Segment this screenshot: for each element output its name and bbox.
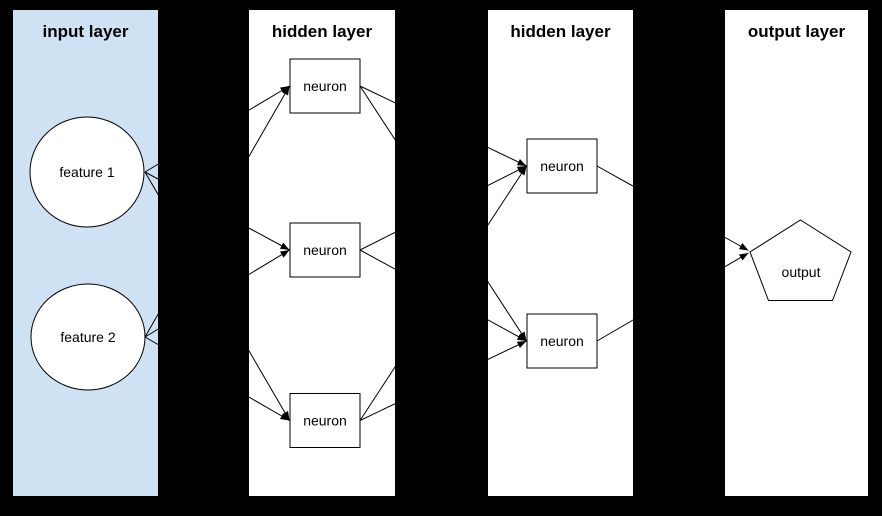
hidden1-neuron1-label: neuron [303,78,347,94]
output-layer-title: output layer [748,22,846,41]
feature1-node [29,116,145,228]
hidden-layer-1-title: hidden layer [272,22,373,41]
edge-feature1-h1n3 [144,171,290,421]
hidden2-neuron1-node [526,138,598,194]
edge-feature2-h1n2 [144,249,290,338]
edge-h1n2-h2n2 [359,249,527,342]
hidden1-neuron3-node [289,393,361,448]
hidden-layer-2-title: hidden layer [510,22,611,41]
edge-h1n1-h2n2 [359,85,527,342]
edges [144,85,749,421]
edge-h2n1-out [596,165,749,251]
hidden2-neuron2-node [526,313,598,369]
edge-h1n3-h2n2 [359,340,527,421]
input-layer-panel [13,10,158,496]
nodes: feature 1 feature 2 neuron neuron neuron… [29,58,852,448]
hidden-layer-2-panel [488,10,633,496]
edge-h1n1-h2n1 [359,85,527,167]
feature2-label: feature 2 [60,329,115,345]
hidden2-neuron1-label: neuron [540,158,584,174]
edge-h2n2-out [596,252,749,342]
hidden2-neuron2-label: neuron [540,333,584,349]
output-node [749,219,852,301]
edge-h1n2-h2n1 [359,165,527,251]
feature2-node [30,283,146,391]
hidden1-neuron2-label: neuron [303,242,347,258]
edge-feature1-h1n1 [144,85,290,173]
feature1-label: feature 1 [59,164,114,180]
hidden1-neuron3-label: neuron [303,413,347,429]
edge-h1n3-h2n1 [359,165,527,421]
output-node-label: output [782,264,821,280]
hidden1-neuron2-node [289,222,361,278]
input-layer-title: input layer [43,22,129,41]
edge-feature2-h1n3 [144,336,290,421]
edge-feature2-h1n1 [144,85,290,338]
layer-titles: input layer hidden layer hidden layer ou… [43,22,846,41]
hidden1-neuron1-node [289,58,361,114]
